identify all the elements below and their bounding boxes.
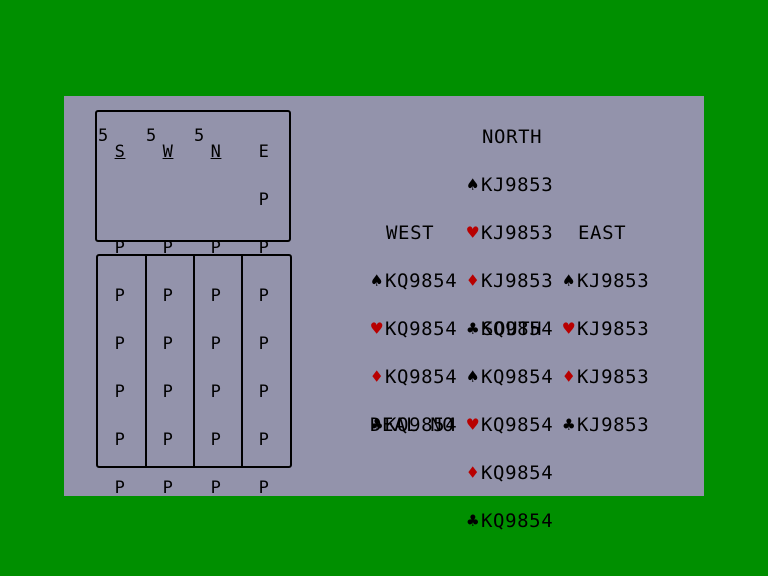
club-icon: ♣: [466, 510, 480, 532]
bid-cell: P: [258, 382, 270, 402]
bid-cell: P: [210, 334, 222, 354]
spade-icon: ♠: [466, 366, 480, 388]
trick-column-west: [146, 256, 195, 466]
hand-east-clubs: KJ9853: [577, 414, 650, 436]
hand-west: ♠KQ9854 ♥KQ9854 ♦KQ9854 ♣KQ9854: [369, 241, 457, 449]
bid-cell: [110, 192, 130, 208]
hand-west-hearts: KQ9854: [385, 318, 458, 340]
hand-west-diamonds: KQ9854: [385, 366, 458, 388]
hand-east: ♠KJ9853 ♥KJ9853 ♦KJ9853 ♣KJ9853: [561, 241, 649, 449]
bid-cell: [158, 192, 178, 208]
hand-west-spades: KQ9854: [385, 270, 458, 292]
spade-icon: ♠: [562, 270, 576, 292]
bid-cell: P: [114, 286, 126, 306]
bid-cell: P: [258, 430, 270, 450]
hand-north: ♠KJ9853 ♥KJ9853 ♦KJ9853 ♣KQ9854: [465, 145, 553, 353]
hand-north-clubs: KQ9854: [481, 318, 554, 340]
bid-header-south: S: [114, 142, 126, 162]
bid-cell: P: [258, 334, 270, 354]
heart-icon: ♥: [466, 414, 480, 436]
bid-level-south: 5: [98, 126, 109, 146]
bid-cell: P: [258, 190, 270, 210]
hand-west-label: WEST: [386, 222, 435, 244]
bid-cell: P: [210, 286, 222, 306]
spade-icon: ♠: [370, 270, 384, 292]
diamond-icon: ♦: [370, 366, 384, 388]
bid-level-west: 5: [146, 126, 157, 146]
hand-south-label: SOUTH: [482, 318, 543, 340]
trick-grid: [96, 254, 292, 468]
bid-cell: P: [210, 238, 222, 258]
trick-column-north: [194, 256, 243, 466]
bid-header-north: N: [210, 142, 222, 162]
hand-east-label: EAST: [578, 222, 627, 244]
bid-cell: P: [162, 238, 174, 258]
hand-west-clubs: KQ9854: [385, 414, 458, 436]
bid-cell: P: [162, 382, 174, 402]
hand-south-clubs: KQ9854: [481, 510, 554, 532]
bid-cell: P: [210, 478, 222, 498]
bid-cell: P: [258, 286, 270, 306]
trick-column-south: [98, 256, 147, 466]
hand-south-spades: KQ9854: [481, 366, 554, 388]
bid-column-south: S P P P P P P: [110, 112, 130, 512]
bid-column-north: N P P P P P P: [206, 112, 226, 512]
bid-cell: P: [258, 478, 270, 498]
diamond-icon: ♦: [562, 366, 576, 388]
bid-cell: P: [114, 430, 126, 450]
bid-header-east: E: [258, 142, 270, 162]
diamond-icon: ♦: [466, 462, 480, 484]
bid-cell: P: [114, 478, 126, 498]
bid-cell: P: [210, 430, 222, 450]
bid-cell: P: [114, 382, 126, 402]
club-icon: ♣: [370, 414, 384, 436]
hand-north-diamonds: KJ9853: [481, 270, 554, 292]
bid-cell: P: [210, 382, 222, 402]
hand-east-spades: KJ9853: [577, 270, 650, 292]
bid-cell: P: [162, 334, 174, 354]
diamond-icon: ♦: [466, 270, 480, 292]
game-board: [64, 96, 704, 496]
bidding-box: [95, 110, 291, 242]
bid-level-north: 5: [194, 126, 205, 146]
bid-cell: P: [114, 334, 126, 354]
hand-east-diamonds: KJ9853: [577, 366, 650, 388]
bid-column-west: W P P P P P P: [158, 112, 178, 512]
bid-cell: [206, 192, 226, 208]
heart-icon: ♥: [370, 318, 384, 340]
heart-icon: ♥: [562, 318, 576, 340]
spade-icon: ♠: [466, 174, 480, 196]
hand-south-diamonds: KQ9854: [481, 462, 554, 484]
bid-header-west: W: [162, 142, 174, 162]
bid-cell: P: [162, 430, 174, 450]
bid-cell: P: [162, 478, 174, 498]
deal-number-label: DEAL NO: [370, 414, 455, 436]
bid-cell: P: [258, 238, 270, 258]
hand-north-hearts: KJ9853: [481, 222, 554, 244]
hand-north-label: NORTH: [482, 126, 543, 148]
club-icon: ♣: [466, 318, 480, 340]
hand-south-hearts: KQ9854: [481, 414, 554, 436]
bid-column-east: E P P P P P P P: [254, 112, 274, 512]
hand-north-spades: KJ9853: [481, 174, 554, 196]
club-icon: ♣: [562, 414, 576, 436]
heart-icon: ♥: [466, 222, 480, 244]
bid-cell: P: [162, 286, 174, 306]
hand-south: ♠KQ9854 ♥KQ9854 ♦KQ9854 ♣KQ9854: [465, 337, 553, 545]
bid-cell: P: [114, 238, 126, 258]
hand-east-hearts: KJ9853: [577, 318, 650, 340]
